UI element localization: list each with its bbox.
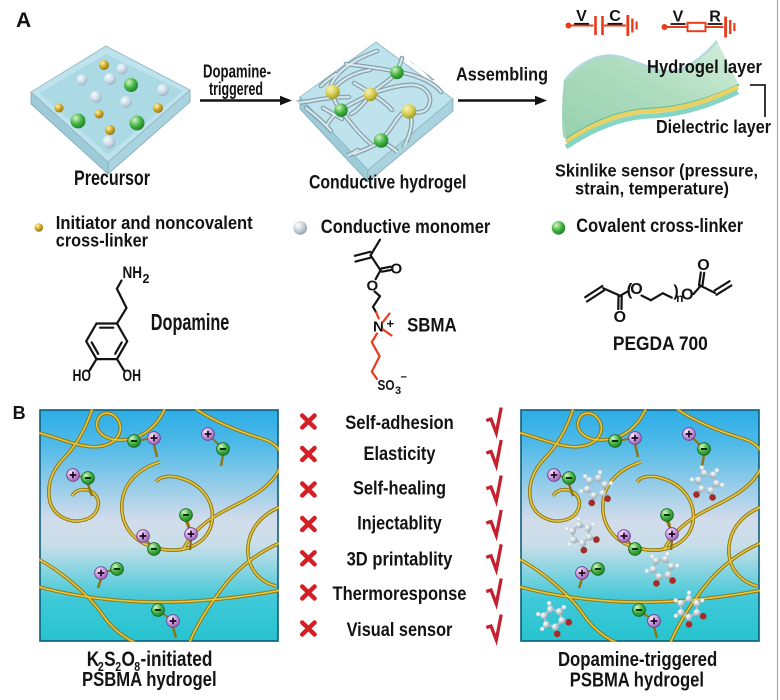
svg-text:B: B bbox=[13, 403, 26, 423]
svg-text:O: O bbox=[367, 278, 379, 295]
svg-text:V: V bbox=[576, 8, 587, 25]
svg-text:cross-linker: cross-linker bbox=[56, 229, 148, 250]
svg-text:O: O bbox=[630, 281, 642, 298]
svg-text:O: O bbox=[697, 257, 709, 274]
svg-text:K: K bbox=[87, 649, 100, 672]
svg-text:Elasticity: Elasticity bbox=[364, 443, 436, 465]
svg-text:A: A bbox=[16, 9, 31, 32]
svg-text:V: V bbox=[673, 9, 684, 26]
svg-text:Dopamine-: Dopamine- bbox=[203, 61, 271, 82]
svg-text:Injectablity: Injectablity bbox=[357, 513, 442, 535]
svg-text:OH: OH bbox=[123, 366, 142, 385]
svg-text:Self-adhesion: Self-adhesion bbox=[345, 412, 454, 434]
svg-text:2: 2 bbox=[98, 660, 104, 674]
svg-text:PSBMA hydrogel: PSBMA hydrogel bbox=[82, 668, 217, 691]
svg-text:Dopamine-triggered: Dopamine-triggered bbox=[558, 648, 717, 671]
svg-text:O: O bbox=[614, 309, 626, 326]
svg-text:n: n bbox=[676, 291, 683, 305]
svg-text:2: 2 bbox=[143, 272, 150, 286]
svg-text:Conductive hydrogel: Conductive hydrogel bbox=[309, 173, 467, 194]
svg-text:3: 3 bbox=[395, 385, 401, 397]
svg-text:N: N bbox=[373, 319, 384, 336]
svg-text:Assembling: Assembling bbox=[456, 64, 548, 84]
svg-text:Skinlike sensor (pressure,: Skinlike sensor (pressure, bbox=[555, 160, 758, 180]
svg-text:Covalent cross-linker: Covalent cross-linker bbox=[576, 215, 743, 237]
svg-text:-initiated: -initiated bbox=[141, 649, 213, 672]
svg-text:O: O bbox=[681, 287, 693, 304]
svg-text:+: + bbox=[387, 316, 395, 331]
svg-text:HO: HO bbox=[73, 366, 92, 385]
svg-text:Initiator and noncovalent: Initiator and noncovalent bbox=[56, 212, 253, 233]
svg-text:S: S bbox=[104, 649, 116, 672]
svg-text:Thermoresponse: Thermoresponse bbox=[333, 583, 467, 605]
svg-text:Precursor: Precursor bbox=[74, 167, 150, 190]
svg-text:2: 2 bbox=[115, 660, 121, 674]
svg-text:triggered: triggered bbox=[209, 78, 263, 99]
svg-text:PEGDA 700: PEGDA 700 bbox=[613, 334, 708, 355]
svg-text:SO: SO bbox=[378, 377, 395, 394]
svg-text:Self-healing: Self-healing bbox=[353, 478, 446, 500]
svg-text:): ) bbox=[673, 283, 678, 300]
svg-text:−: − bbox=[401, 372, 407, 384]
svg-text:strain, temperature): strain, temperature) bbox=[575, 178, 729, 198]
svg-text:Hydrogel layer: Hydrogel layer bbox=[647, 56, 762, 77]
svg-text:Visual sensor: Visual sensor bbox=[347, 619, 453, 641]
svg-text:C: C bbox=[609, 8, 621, 25]
svg-text:Dopamine: Dopamine bbox=[151, 309, 230, 335]
svg-text:8: 8 bbox=[134, 660, 140, 674]
svg-text:NH: NH bbox=[123, 263, 143, 282]
svg-text:O: O bbox=[391, 261, 403, 278]
svg-text:SBMA: SBMA bbox=[407, 316, 457, 337]
svg-text:Conductive monomer: Conductive monomer bbox=[321, 216, 491, 238]
svg-text:(: ( bbox=[627, 280, 633, 299]
svg-text:PSBMA hydrogel: PSBMA hydrogel bbox=[570, 668, 704, 691]
svg-text:O: O bbox=[121, 649, 135, 672]
svg-text:R: R bbox=[709, 9, 721, 26]
svg-text:3D printablity: 3D printablity bbox=[347, 548, 453, 570]
svg-text:Dielectric layer: Dielectric layer bbox=[656, 116, 771, 137]
